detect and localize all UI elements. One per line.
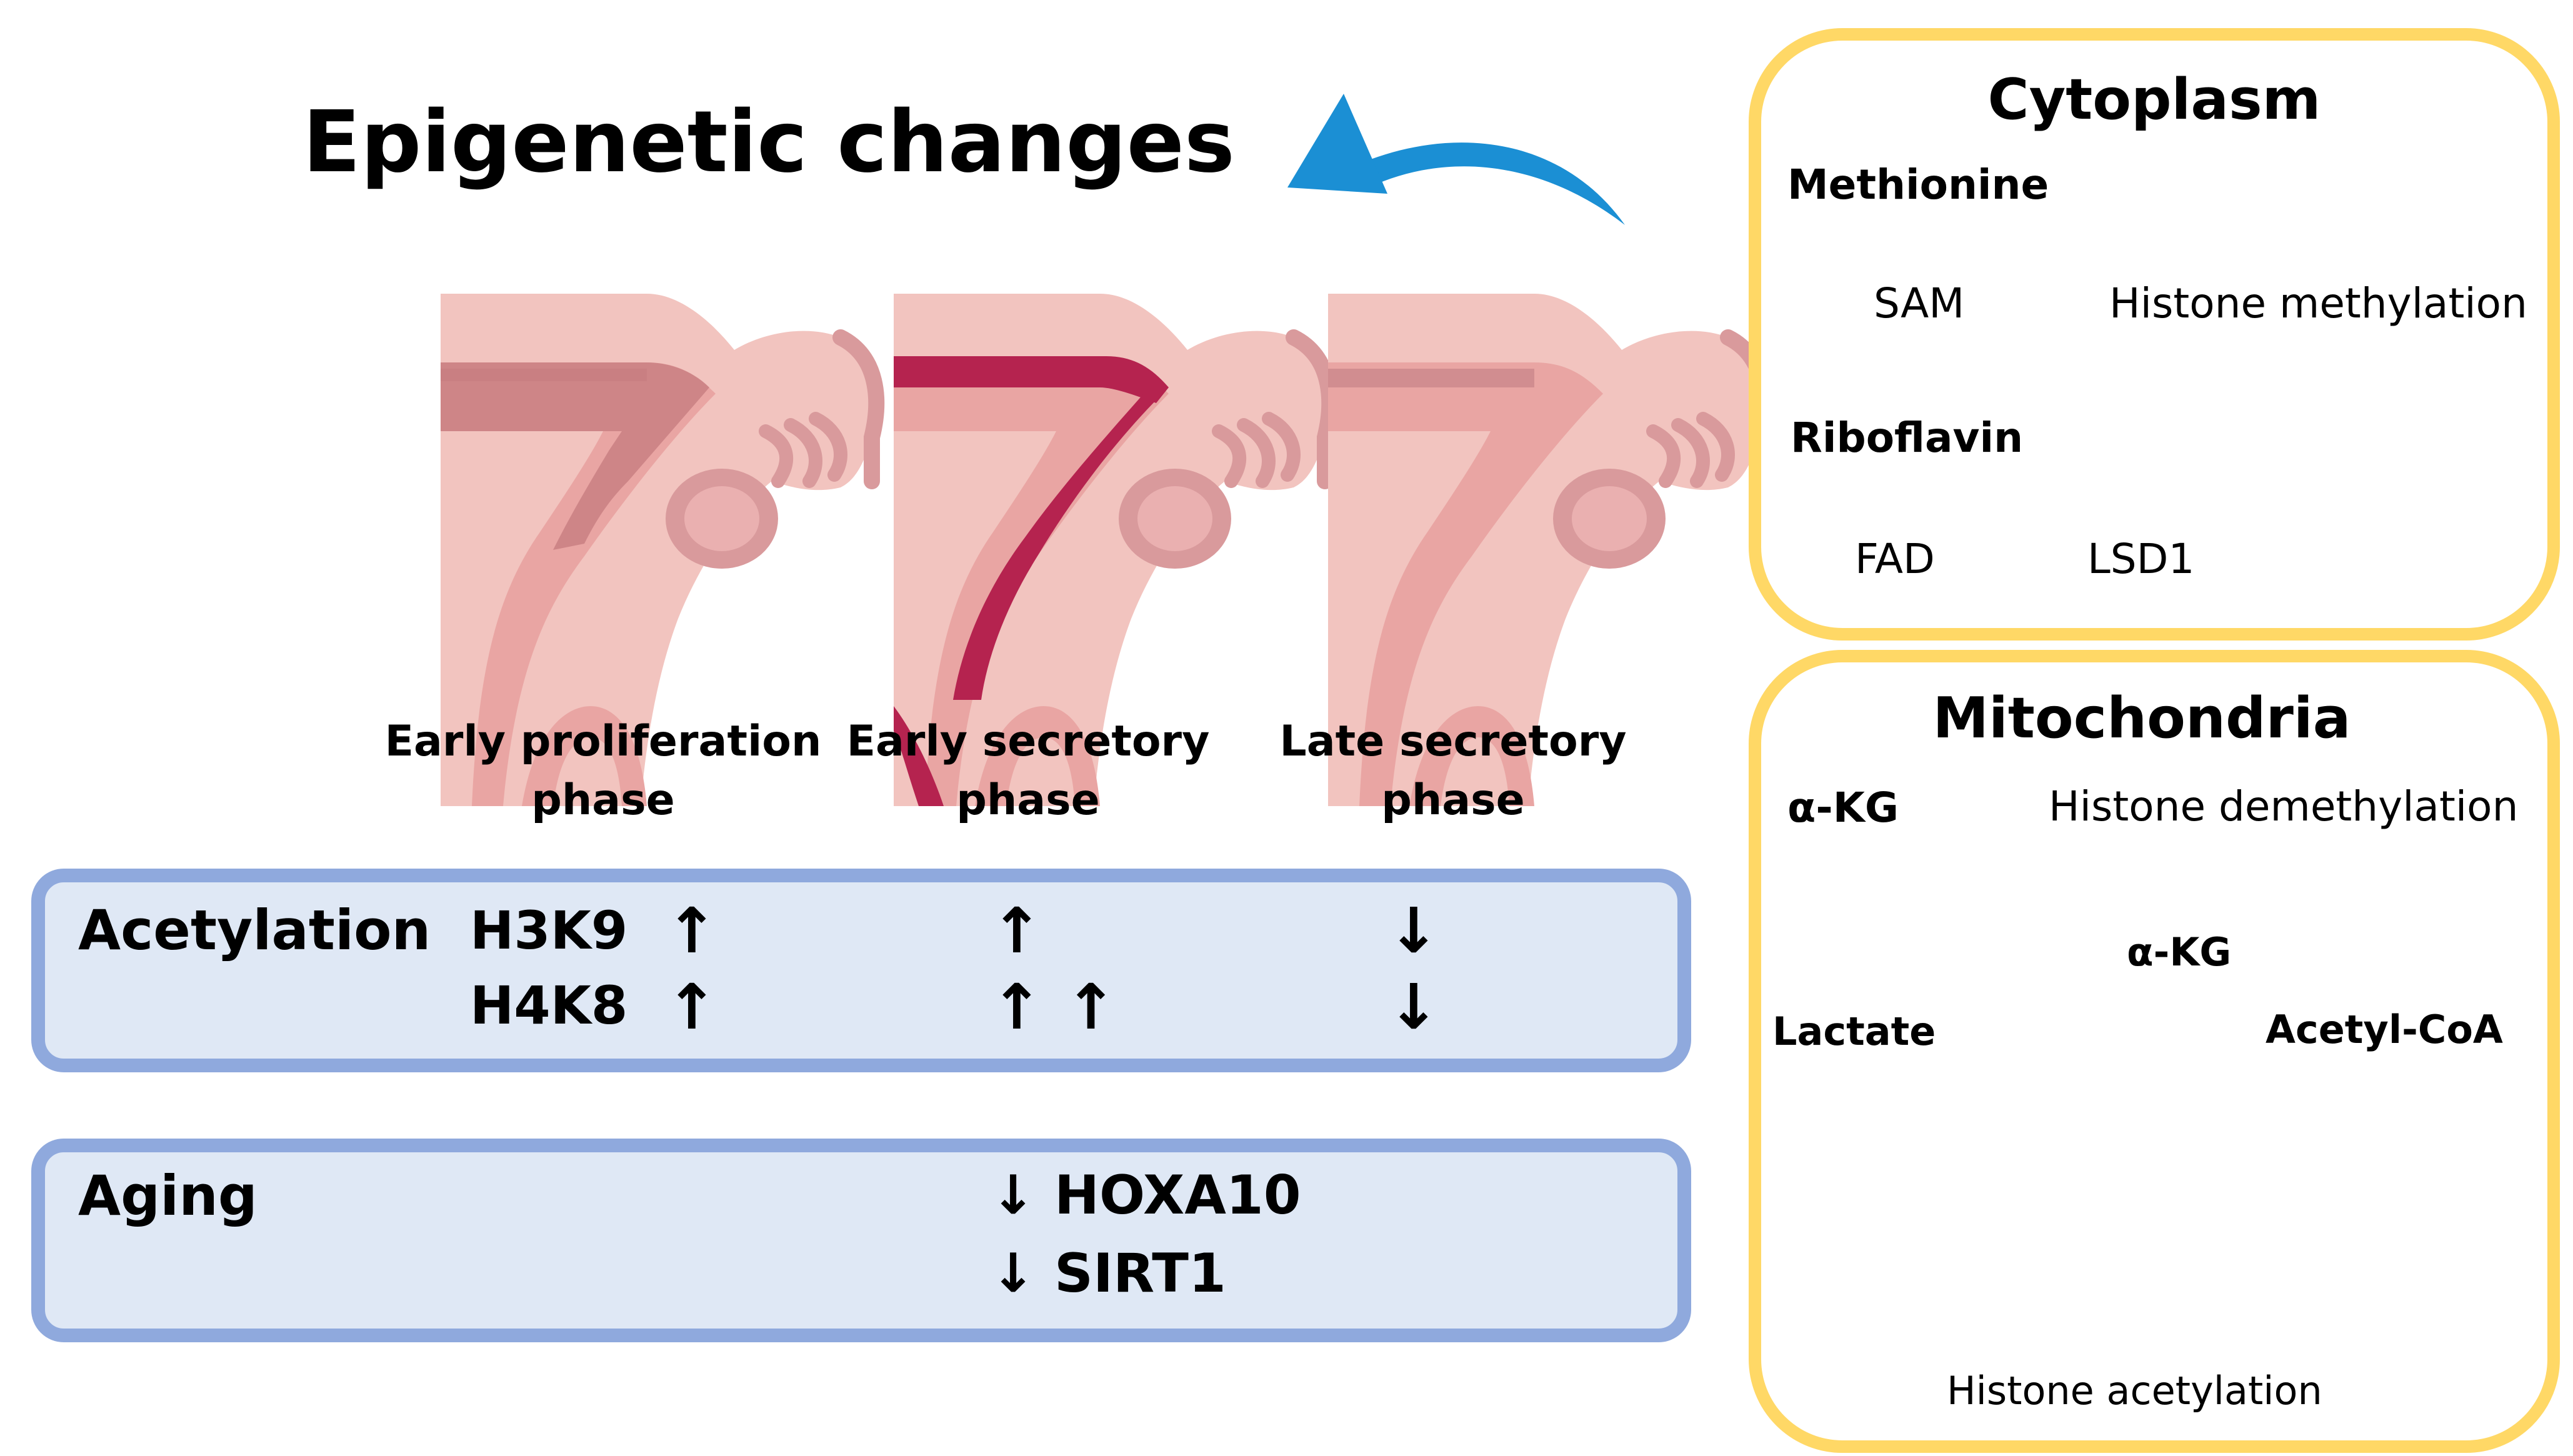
acetyl-coa-label: Acetyl-CoA <box>2266 1007 2503 1052</box>
down-arrow-icon: ↓ <box>991 1164 1036 1227</box>
uterus-late-secretory-illustration <box>1328 294 1765 806</box>
akg-label: α-KG <box>1787 784 1899 832</box>
phase-label-line2: phase <box>531 775 675 825</box>
riboflavin-label: Riboflavin <box>1791 414 2024 462</box>
phase-label-late-secretory: Late secretory phase <box>1216 712 1691 830</box>
page-title: Epigenetic changes <box>302 93 1235 192</box>
histone-acetylation-label: Histone acetylation <box>1947 1368 2322 1414</box>
lactate-label: Lactate <box>1772 1009 1936 1054</box>
uterus-early-secretory-illustration <box>894 294 1331 806</box>
fad-label: FAD <box>1855 535 1935 583</box>
aging-item-hoxa10: ↓ HOXA10 <box>991 1169 1301 1222</box>
sam-label: SAM <box>1874 279 1965 327</box>
phase-label-early-proliferation: Early proliferation phase <box>366 712 841 830</box>
mitochondria-box <box>1749 650 2560 1453</box>
phase-label-line1: Late secretory <box>1279 717 1627 766</box>
gene-h4k8: H4K8 <box>470 975 628 1036</box>
h4k8-late-secretory-arrow: ↓ <box>1387 970 1440 1044</box>
lsd1-label: LSD1 <box>2087 535 2195 583</box>
h4k8-early-proliferation-arrow: ↑ <box>666 970 718 1044</box>
phase-label-line1: Early secretory <box>846 717 1210 766</box>
phase-label-line2: phase <box>1381 775 1525 825</box>
uterus-early-proliferation-illustration <box>441 294 877 806</box>
gene-sirt1: SIRT1 <box>1054 1242 1226 1305</box>
cycle-arrow <box>1287 94 1625 225</box>
histone-methylation-label: Histone methylation <box>2109 279 2527 327</box>
gene-h3k9: H3K9 <box>470 900 628 961</box>
gene-hoxa10: HOXA10 <box>1054 1164 1301 1227</box>
akg-inner-label: α-KG <box>2127 929 2232 975</box>
cytoplasm-box <box>1749 28 2560 641</box>
acetylation-panel <box>31 869 1691 1072</box>
h3k9-early-secretory-arrow: ↑ <box>991 894 1043 967</box>
histone-demethylation-label: Histone demethylation <box>2049 782 2519 830</box>
acetylation-label: Acetylation <box>78 898 431 962</box>
aging-panel <box>31 1139 1691 1342</box>
h4k8-early-secretory-arrow: ↑ ↑ <box>991 970 1117 1044</box>
h3k9-early-proliferation-arrow: ↑ <box>666 894 718 967</box>
down-arrow-icon: ↓ <box>991 1242 1036 1305</box>
aging-item-sirt1: ↓ SIRT1 <box>991 1247 1226 1300</box>
aging-label: Aging <box>78 1164 257 1228</box>
phase-label-line2: phase <box>956 775 1100 825</box>
phase-label-early-secretory: Early secretory phase <box>791 712 1266 830</box>
phase-label-line1: Early proliferation <box>384 717 822 766</box>
h3k9-late-secretory-arrow: ↓ <box>1387 894 1440 967</box>
mitochondria-title: Mitochondria <box>1932 686 2351 751</box>
methionine-label: Methionine <box>1787 161 2049 209</box>
cytoplasm-title: Cytoplasm <box>1987 67 2321 132</box>
